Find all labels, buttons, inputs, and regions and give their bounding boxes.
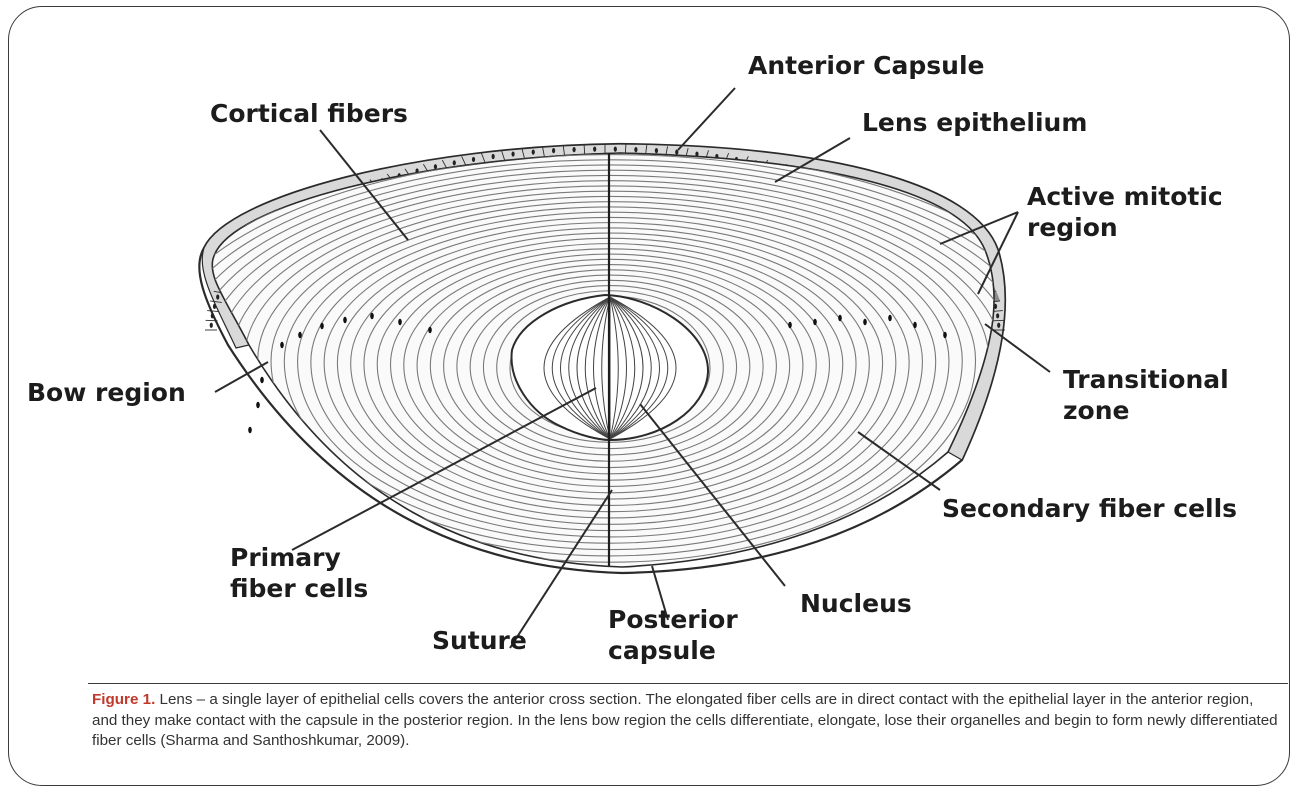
bow-nucleus-dot — [788, 322, 792, 328]
figure-number: Figure 1. — [92, 691, 155, 708]
bow-nucleus-dot — [256, 402, 260, 408]
label-secondary-fiber-cells: Secondary fiber cells — [942, 493, 1237, 524]
label-cortical-fibers: Cortical fibers — [210, 98, 408, 129]
bow-nucleus-dot — [913, 322, 917, 328]
label-bow-region: Bow region — [27, 377, 186, 408]
bow-nucleus-dot — [298, 332, 302, 338]
bow-nucleus-dot — [280, 342, 284, 348]
caption-text: Lens – a single layer of epithelial cell… — [92, 691, 1278, 749]
leader-anterior-capsule — [678, 88, 735, 150]
bow-nucleus-dot — [248, 427, 252, 433]
cell-nucleus — [552, 148, 555, 153]
epithelial-cell-border — [992, 320, 1004, 321]
bow-nucleus-dot — [943, 332, 947, 338]
caption-divider — [88, 683, 1288, 684]
figure-caption: Figure 1. Lens – a single layer of epith… — [92, 690, 1282, 752]
cell-nucleus — [634, 147, 637, 152]
label-suture: Suture — [432, 625, 527, 656]
label-active-mitotic-region: Active mitotic region — [1027, 181, 1223, 243]
epithelial-cell-border — [206, 320, 218, 321]
cell-nucleus — [997, 323, 1000, 328]
label-lens-epithelium: Lens epithelium — [862, 107, 1087, 138]
bow-nucleus-dot — [813, 319, 817, 325]
bow-nucleus-dot — [863, 319, 867, 325]
cell-nucleus — [593, 147, 596, 152]
bow-nucleus-dot — [428, 327, 432, 333]
cell-nucleus — [614, 147, 617, 152]
cell-nucleus — [472, 157, 475, 162]
cell-nucleus — [216, 294, 219, 299]
cell-nucleus — [655, 148, 658, 153]
bow-nucleus-dot — [260, 377, 264, 383]
cell-nucleus — [511, 151, 514, 156]
bow-nucleus-dot — [320, 323, 324, 329]
label-nucleus: Nucleus — [800, 588, 912, 619]
label-posterior-capsule: Posterior capsule — [608, 604, 738, 666]
label-transitional-zone: Transitional zone — [1063, 364, 1229, 426]
cell-nucleus — [213, 304, 216, 309]
cell-nucleus — [210, 323, 213, 328]
bow-nucleus-dot — [838, 315, 842, 321]
cell-nucleus — [532, 149, 535, 154]
bow-nucleus-dot — [398, 319, 402, 325]
label-primary-fiber-cells: Primary fiber cells — [230, 542, 368, 604]
label-anterior-capsule: Anterior Capsule — [748, 50, 984, 81]
epithelial-cell-border — [584, 144, 585, 154]
cell-nucleus — [453, 160, 456, 165]
bow-nucleus-dot — [370, 313, 374, 319]
bow-nucleus-dot — [888, 315, 892, 321]
cell-nucleus — [996, 313, 999, 318]
cell-nucleus — [434, 164, 437, 169]
bow-nucleus-dot — [343, 317, 347, 323]
cell-nucleus — [572, 147, 575, 152]
cell-nucleus — [675, 149, 678, 154]
cell-nucleus — [492, 154, 495, 159]
cell-nucleus — [211, 313, 214, 318]
